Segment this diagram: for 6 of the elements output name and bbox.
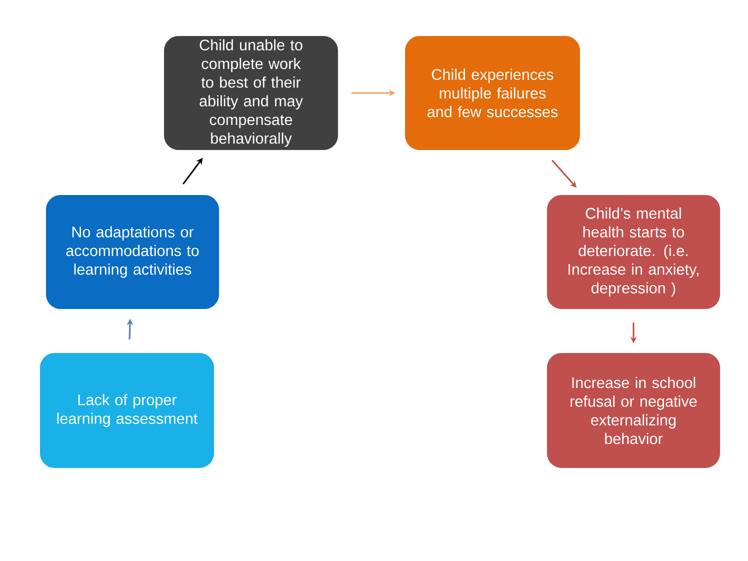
process-box: Lack of proper learning assessment (40, 353, 214, 468)
process-box: Child unable to complete work to best of their ability and may compensate behaviorally (164, 36, 338, 150)
process-box: Child experiences multiple failures and few successes (405, 36, 580, 150)
process-box: No adaptations or accommodations to learning activities (46, 195, 220, 309)
process-box: Increase in school refusal or negative externalizing behavior (546, 353, 720, 468)
process-box: Child’s mental health starts to deteriorate. (i.e. Increase in anxiety, depression ) (546, 195, 720, 309)
